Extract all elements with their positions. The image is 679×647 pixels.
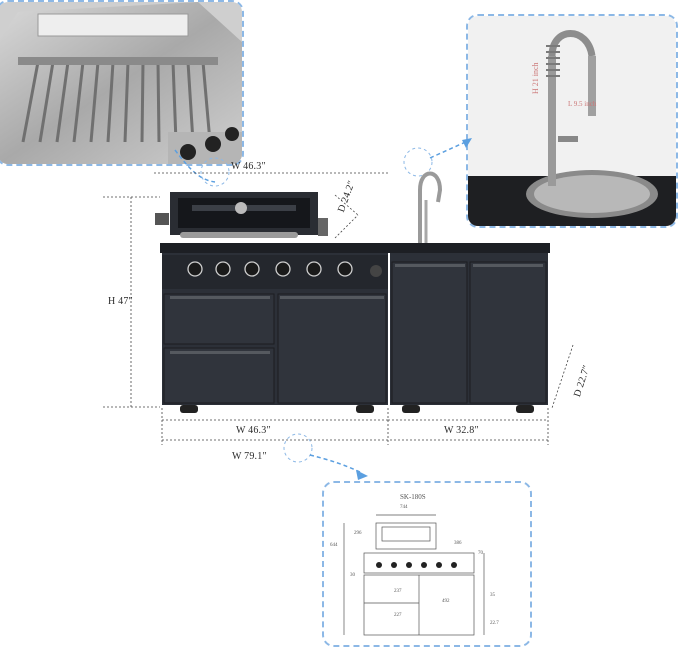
drawing-depth-note: 22.7 (490, 621, 499, 626)
grill-grate-photo (0, 2, 242, 164)
dim-grill-depth: D 24.2″ (336, 179, 358, 214)
faucet-closeup-inset: H 21 inch L 9.5 inch (466, 14, 678, 228)
dim-right-depth: D 22.7″ (572, 363, 593, 399)
dim-height: H 47″ (108, 296, 133, 307)
drawing-side-width: 386 (454, 541, 462, 546)
dim-grill-width: W 46.3″ (231, 161, 266, 172)
dim-right-width: W 32.8″ (444, 425, 479, 436)
drawing-leg-height: 35 (490, 593, 495, 598)
technical-drawing (343, 514, 485, 636)
drawing-model: SK-180S (400, 493, 426, 501)
drawing-top-width: 744 (400, 505, 408, 510)
faucet-sink-photo: H 21 inch L 9.5 inch (468, 16, 676, 226)
faucet-height-label: H 21 inch (531, 62, 540, 94)
dim-left-width: W 46.3″ (236, 425, 271, 436)
dim-total-width: W 79.1″ (232, 451, 267, 462)
technical-drawing-inset: SK-180S 744 296 644 386 70 30 237 227 49… (322, 481, 532, 647)
drawing-panel-depth: 30 (350, 573, 355, 578)
grill-closeup-inset (0, 0, 244, 166)
drawing-burner-height: 70 (478, 551, 483, 556)
drawing-drawer-bottom: 227 (394, 613, 402, 618)
drawing-overall-height: 644 (330, 543, 338, 548)
faucet-spout-label: L 9.5 inch (568, 100, 597, 108)
drawing-lid-height: 296 (354, 531, 362, 536)
drawing-cabinet-height: 492 (442, 599, 450, 604)
drawing-drawer-top: 237 (394, 589, 402, 594)
